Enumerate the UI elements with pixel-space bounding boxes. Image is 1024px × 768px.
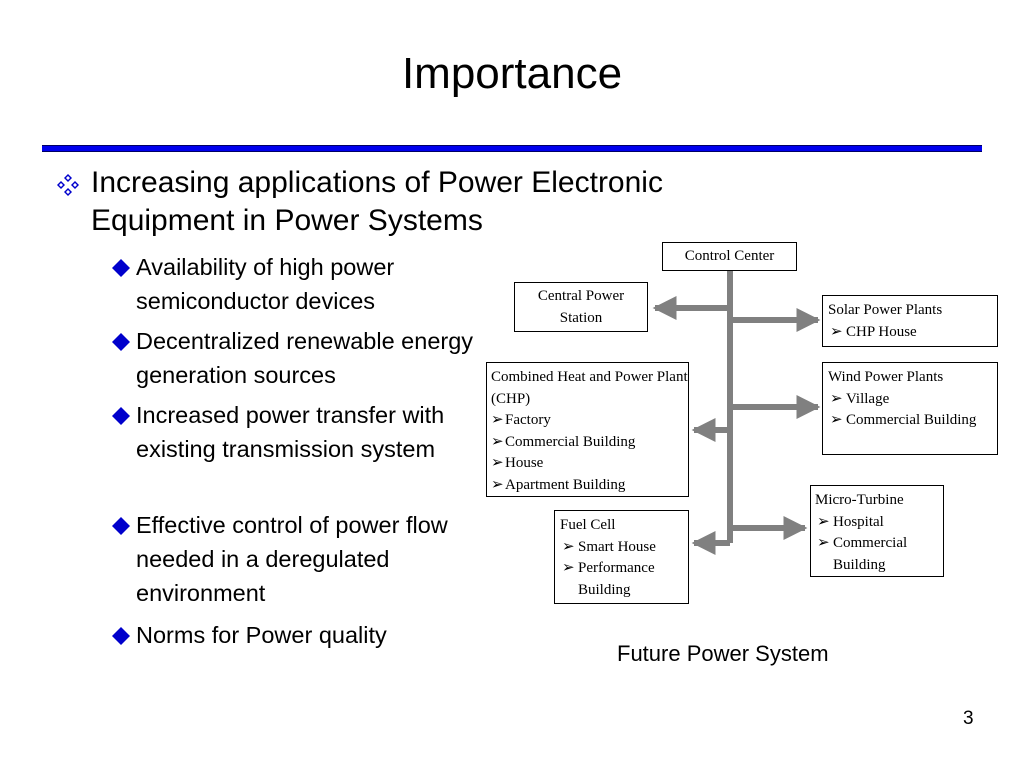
title-divider bbox=[42, 145, 982, 152]
sub-bullet-item: Increased power transfer with existing t… bbox=[108, 398, 478, 466]
diamond-bullet-icon bbox=[112, 517, 130, 535]
chp-list-item: ➢Apartment Building bbox=[491, 475, 688, 497]
fuel-cell-box: Fuel Cell ➢Smart House ➢Performance Buil… bbox=[554, 510, 689, 604]
central-power-station-box: Central Power Station bbox=[514, 282, 648, 332]
list-arrow-icon: ➢ bbox=[830, 412, 843, 428]
solar-list-item: ➢CHP House bbox=[828, 322, 997, 344]
sub-bullet-text: Decentralized renewable energy generatio… bbox=[136, 328, 474, 388]
fuel-cell-list-item: ➢Smart House bbox=[560, 537, 688, 559]
wind-power-plants-box: Wind Power Plants ➢Village ➢Commercial B… bbox=[822, 362, 998, 455]
sub-bullet-text: Effective control of power flow needed i… bbox=[136, 512, 448, 606]
list-arrow-icon: ➢ bbox=[491, 412, 504, 428]
sub-bullet-item: Norms for Power quality bbox=[108, 618, 478, 652]
chp-list-item: ➢House bbox=[491, 453, 688, 475]
wind-heading: Wind Power Plants bbox=[828, 369, 944, 385]
sub-bullet-text: Norms for Power quality bbox=[136, 622, 387, 648]
fuel-cell-heading: Fuel Cell bbox=[560, 517, 616, 533]
list-arrow-icon: ➢ bbox=[491, 476, 504, 493]
solar-power-plants-box: Solar Power Plants ➢CHP House bbox=[822, 295, 998, 347]
micro-turbine-list-item: ➢Commercial Building bbox=[817, 535, 908, 573]
fuel-cell-list-item: ➢Performance Building bbox=[562, 560, 655, 598]
list-arrow-icon: ➢ bbox=[562, 538, 575, 555]
micro-turbine-heading: Micro-Turbine bbox=[815, 492, 904, 508]
chp-heading: Combined Heat and Power Plant (CHP) bbox=[491, 369, 688, 407]
chp-box: Combined Heat and Power Plant (CHP) ➢Fac… bbox=[486, 362, 689, 497]
control-center-box: Control Center bbox=[662, 242, 797, 271]
chp-list-item: ➢Commercial Building bbox=[491, 432, 688, 454]
list-arrow-icon: ➢ bbox=[830, 323, 843, 340]
micro-turbine-box: Micro-Turbine ➢Hospital ➢Commercial Buil… bbox=[810, 485, 944, 577]
sub-bullet-item: Effective control of power flow needed i… bbox=[108, 508, 478, 610]
sub-bullet-text: Availability of high power semiconductor… bbox=[136, 254, 395, 314]
diamond-bullet-icon bbox=[112, 333, 130, 351]
list-arrow-icon: ➢ bbox=[562, 560, 575, 576]
diamond-bullet-icon bbox=[112, 259, 130, 277]
diamond-bullet-icon bbox=[112, 627, 130, 645]
sub-bullet-item: Availability of high power semiconductor… bbox=[108, 250, 478, 318]
wind-list-item: ➢Commercial Building bbox=[828, 410, 997, 432]
four-diamond-bullet-icon bbox=[57, 174, 79, 196]
list-arrow-icon: ➢ bbox=[830, 390, 843, 407]
list-arrow-icon: ➢ bbox=[817, 513, 830, 530]
solar-heading: Solar Power Plants bbox=[828, 302, 943, 318]
list-arrow-icon: ➢ bbox=[491, 433, 504, 450]
sub-bullet-text: Increased power transfer with existing t… bbox=[136, 402, 445, 462]
diagram-caption: Future Power System bbox=[617, 641, 829, 666]
main-bullet: Increasing applications of Power Electro… bbox=[56, 164, 756, 240]
list-arrow-icon: ➢ bbox=[491, 455, 504, 471]
main-bullet-text: Increasing applications of Power Electro… bbox=[91, 166, 663, 237]
sub-bullet-item: Decentralized renewable energy generatio… bbox=[108, 324, 478, 392]
central-power-label: Central Power Station bbox=[537, 288, 625, 326]
diamond-bullet-icon bbox=[112, 407, 130, 425]
slide-title: Importance bbox=[401, 49, 623, 98]
wind-list-item: ➢Village bbox=[828, 389, 997, 411]
list-arrow-icon: ➢ bbox=[817, 535, 830, 551]
page-number: 3 bbox=[963, 708, 974, 729]
chp-list-item: ➢Factory bbox=[491, 410, 688, 432]
control-center-label: Control Center bbox=[684, 248, 775, 264]
micro-turbine-list-item: ➢Hospital bbox=[815, 512, 943, 534]
